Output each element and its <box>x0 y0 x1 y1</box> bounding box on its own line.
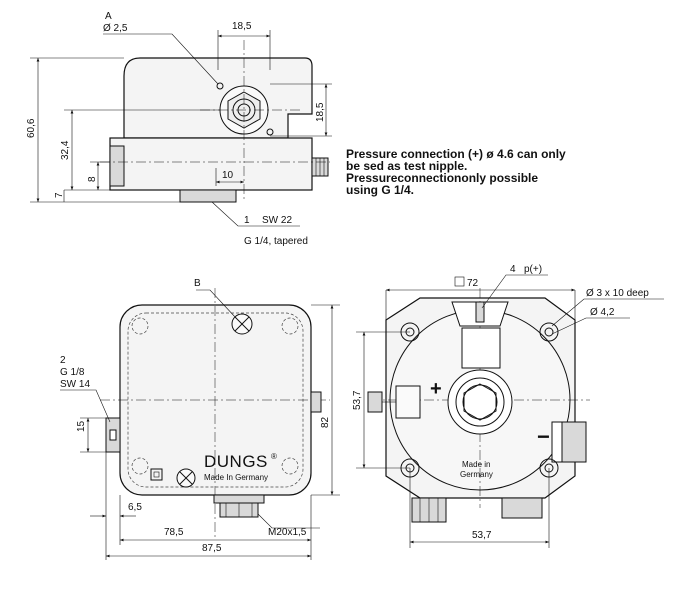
dim-87-5: 87,5 <box>202 543 222 554</box>
dim-6-5: 6,5 <box>128 502 142 513</box>
thread-1: G 1/4, tapered <box>244 236 308 247</box>
test-nipple-a <box>216 82 224 90</box>
cable-gland-label: M20x1,5 <box>268 527 307 538</box>
note-line-1: Pressure connection (+) ø 4.6 can only <box>346 147 566 161</box>
dim-height-mid: 32,4 <box>60 140 71 160</box>
back-view: + − Made in Germany 72 4 p(+) Ø 3 x 10 d… <box>352 264 664 548</box>
dia-4-2-label: Ø 4,2 <box>590 307 615 318</box>
square-72: 72 <box>467 278 479 289</box>
callout-a: A <box>105 11 112 22</box>
dim-8: 8 <box>87 176 98 182</box>
brand-logo: DUNGS <box>204 452 268 471</box>
callout-4: 4 <box>510 264 516 275</box>
dim-53-7-vertical: 53,7 <box>352 390 363 410</box>
callout-2: 2 <box>60 355 66 366</box>
note-line-3: Pressureconnectiononly possible <box>346 171 538 185</box>
dim-10: 10 <box>222 170 234 181</box>
note-line-2: be sed as test nipple. <box>346 159 467 173</box>
back-made-in-2: Germany <box>460 470 493 479</box>
thread-2: G 1/8 <box>60 367 85 378</box>
minus-sign: − <box>537 424 550 449</box>
p-plus-label: p(+) <box>524 264 542 275</box>
front-view: DUNGS ® Made In Germany B 2 G 1/8 SW 14 … <box>60 278 340 560</box>
back-made-in-1: Made in <box>462 460 490 469</box>
note-line-4: using G 1/4. <box>346 183 414 197</box>
dia-a-label: Ø 2,5 <box>103 23 128 34</box>
sw-1: SW 22 <box>262 215 292 226</box>
dim-53-7-horizontal: 53,7 <box>472 530 492 541</box>
made-in-label: Made In Germany <box>204 473 268 482</box>
plus-sign: + <box>430 378 442 400</box>
brand-mark: ® <box>271 452 277 461</box>
dim-height-total: 60,6 <box>26 118 37 138</box>
callout-b: B <box>194 278 201 289</box>
dim-top: 18,5 <box>232 21 252 32</box>
sw-2: SW 14 <box>60 379 90 390</box>
side-view: A Ø 2,5 18,5 18,5 60,6 32,4 8 7 10 <box>26 11 332 247</box>
callout-1: 1 <box>244 215 250 226</box>
holes-label: Ø 3 x 10 deep <box>586 288 649 299</box>
note-block: Pressure connection (+) ø 4.6 can only b… <box>346 147 566 197</box>
dim-15: 15 <box>76 420 87 432</box>
dim-82: 82 <box>320 416 331 428</box>
dim-7: 7 <box>54 192 65 198</box>
dim-78-5: 78,5 <box>164 527 184 538</box>
dim-right: 18,5 <box>315 102 326 122</box>
